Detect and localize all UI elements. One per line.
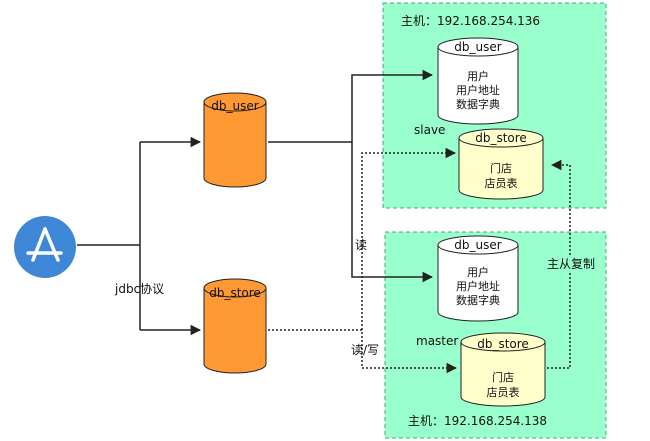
- user-to-master-user-line: [351, 142, 434, 283]
- slave-db-store-table-2: 店员表: [485, 176, 518, 190]
- master-db-store-table-2: 店员表: [487, 385, 520, 399]
- store-to-slave-store-line: [361, 147, 457, 330]
- master-db-user-table-1: 用户: [467, 265, 489, 279]
- logical-db-user-label: db_user: [211, 99, 258, 113]
- master-db-store-table-1: 门店: [492, 370, 514, 384]
- read-label: 读: [355, 238, 367, 252]
- master-host-label: 主机：192.168.254.138: [408, 414, 547, 428]
- slave-db-store-title: db_store: [475, 131, 527, 145]
- logical-db-store: db_store: [203, 278, 267, 374]
- master-db-user-title: db_user: [454, 238, 501, 252]
- slave-db-store-table-1: 门店: [490, 161, 512, 175]
- read-write-label: 读/写: [351, 343, 379, 357]
- logical-db-user: db_user: [203, 92, 267, 188]
- store-to-master-store-line: [268, 329, 458, 374]
- master-role-label: master: [416, 334, 458, 348]
- slave-db-user-table-1: 用户: [467, 69, 489, 83]
- jdbc-label: jdbc协议: [114, 281, 164, 296]
- master-db-user-table-2: 用户地址: [456, 279, 500, 293]
- master-db-user-table-3: 数据字典: [456, 293, 500, 307]
- slave-role-label: slave: [414, 123, 445, 137]
- slave-db-store: db_store 门店 店员表: [458, 128, 544, 200]
- master-db-user: db_user 用户 用户地址 数据字典: [437, 235, 519, 322]
- replication-label: 主从复制: [547, 257, 595, 271]
- slave-db-user-title: db_user: [454, 40, 501, 54]
- slave-db-user-table-2: 用户地址: [456, 83, 500, 97]
- slave-host-label: 主机：192.168.254.136: [401, 14, 540, 28]
- user-to-slave-user-line: [268, 69, 434, 143]
- connectors: [77, 69, 434, 336]
- slave-db-user-table-3: 数据字典: [456, 97, 500, 111]
- slave-db-user: db_user 用户 用户地址 数据字典: [437, 37, 519, 125]
- app-store-icon[interactable]: [14, 216, 76, 278]
- replication-label-bg: [545, 255, 597, 271]
- master-db-store: db_store 门店 店员表: [460, 332, 546, 407]
- master-db-store-title: db_store: [477, 337, 529, 351]
- logical-db-store-label: db_store: [209, 286, 261, 300]
